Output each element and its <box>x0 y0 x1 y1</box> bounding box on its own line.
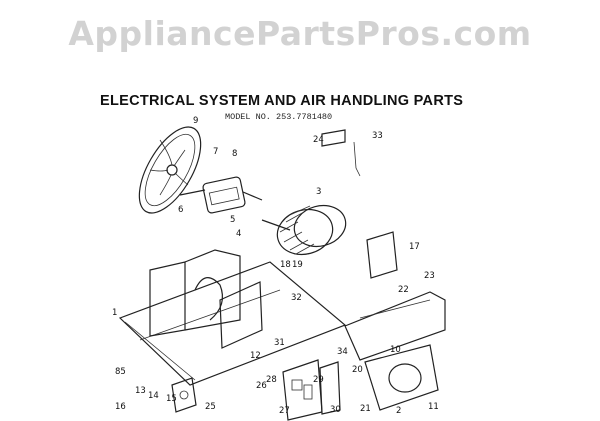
svg-text:1: 1 <box>112 308 117 318</box>
blower-wheel <box>261 204 347 256</box>
svg-text:27: 27 <box>279 406 290 416</box>
svg-text:31: 31 <box>274 338 285 348</box>
svg-text:9: 9 <box>193 116 198 126</box>
svg-text:14: 14 <box>148 391 159 401</box>
svg-text:16: 16 <box>115 402 126 412</box>
svg-text:26: 26 <box>256 381 267 391</box>
fan-blade <box>138 126 202 214</box>
svg-text:11: 11 <box>428 402 439 412</box>
svg-text:15: 15 <box>166 394 177 404</box>
site-watermark: AppliancePartsPros.com <box>68 14 532 53</box>
top-bracket <box>321 129 361 177</box>
svg-text:17: 17 <box>409 242 420 252</box>
svg-text:13: 13 <box>135 386 146 396</box>
svg-text:28: 28 <box>266 375 277 385</box>
svg-text:18: 18 <box>280 260 291 270</box>
blower-housing <box>364 344 439 411</box>
svg-text:24: 24 <box>313 135 324 145</box>
control-panel <box>282 359 341 421</box>
svg-text:10: 10 <box>390 345 401 355</box>
svg-text:85: 85 <box>115 367 126 377</box>
svg-text:5: 5 <box>230 215 235 225</box>
svg-text:4: 4 <box>236 229 241 239</box>
svg-text:20: 20 <box>352 365 363 375</box>
side-panel <box>366 231 398 279</box>
partition-shroud <box>149 249 263 349</box>
svg-text:3: 3 <box>316 187 321 197</box>
callout-labels: 9 7 8 24 33 3 6 5 4 17 18 19 23 22 32 1 … <box>112 116 439 416</box>
base-pan <box>118 261 347 386</box>
svg-text:7: 7 <box>213 147 218 157</box>
svg-text:30: 30 <box>330 405 341 415</box>
svg-text:32: 32 <box>291 293 302 303</box>
svg-text:25: 25 <box>205 402 216 412</box>
svg-text:34: 34 <box>337 347 348 357</box>
svg-text:22: 22 <box>398 285 409 295</box>
svg-text:19: 19 <box>292 260 303 270</box>
thermostat-switch <box>171 377 197 413</box>
svg-text:29: 29 <box>313 375 324 385</box>
svg-text:23: 23 <box>424 271 435 281</box>
diagram-title: ELECTRICAL SYSTEM AND AIR HANDLING PARTS <box>100 93 464 109</box>
svg-text:21: 21 <box>360 404 371 414</box>
svg-text:6: 6 <box>178 205 183 215</box>
svg-text:33: 33 <box>372 131 383 141</box>
svg-text:12: 12 <box>250 351 261 361</box>
scroll-housing <box>344 291 446 361</box>
svg-text:2: 2 <box>396 406 401 416</box>
model-number: MODEL NO. 253.7781480 <box>225 112 333 122</box>
fan-motor <box>179 176 263 214</box>
svg-text:8: 8 <box>232 149 237 159</box>
